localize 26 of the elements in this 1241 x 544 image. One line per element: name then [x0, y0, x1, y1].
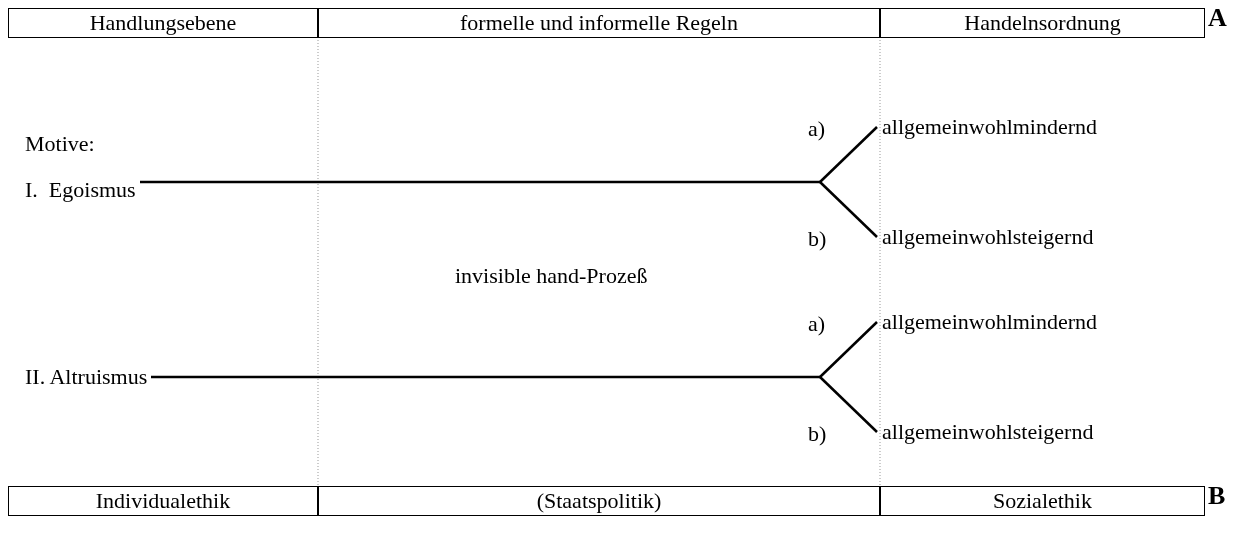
header-cell: Handlungsebene — [8, 8, 318, 38]
footer-cell: (Staatspolitik) — [318, 486, 880, 516]
section-letter: B — [1208, 482, 1226, 510]
connector-line — [140, 180, 820, 184]
connector-line — [819, 126, 878, 183]
process-text: invisible hand-Prozeß — [455, 262, 648, 290]
branch-marker: b) — [808, 225, 827, 253]
outcome-text: allgemeinwohlmindernd — [882, 308, 1098, 336]
connector-line — [819, 376, 878, 433]
footer-cell: Individualethik — [8, 486, 318, 516]
branch-marker: a) — [808, 310, 826, 338]
connector-line — [151, 375, 820, 379]
outcome-text: allgemeinwohlsteigernd — [882, 418, 1094, 446]
header-cell: Handelnsordnung — [880, 8, 1205, 38]
outcome-text: allgemeinwohlmindernd — [882, 113, 1098, 141]
section-letter: A — [1208, 4, 1227, 32]
footer-cell: Sozialethik — [880, 486, 1205, 516]
connector-line — [819, 181, 878, 238]
motive-text: I. Egoismus — [25, 176, 136, 204]
motive-text: II. Altruismus — [25, 363, 148, 391]
outcome-text: allgemeinwohlsteigernd — [882, 223, 1094, 251]
heading-text: Motive: — [25, 130, 95, 158]
header-cell: formelle und informelle Regeln — [318, 8, 880, 38]
branch-marker: a) — [808, 115, 826, 143]
connector-line — [819, 321, 878, 378]
branch-marker: b) — [808, 420, 827, 448]
